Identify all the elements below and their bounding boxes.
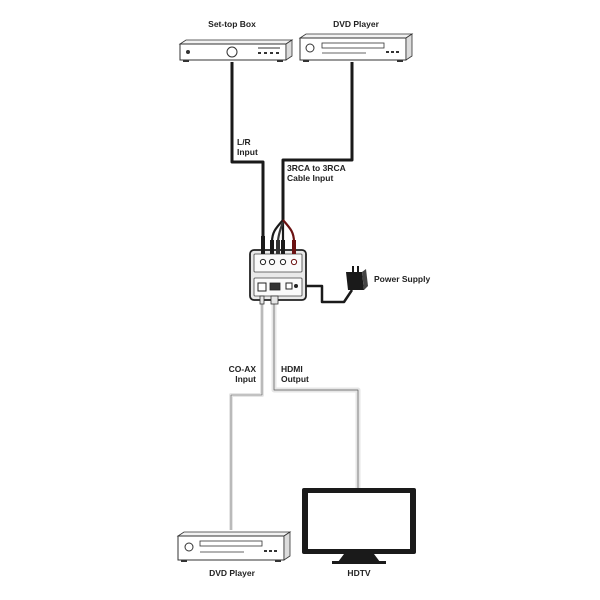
coax-input-cable xyxy=(229,302,264,530)
rca-cable-input-label-line1: 3RCA to 3RCA xyxy=(287,163,346,173)
lr-input-label-line1: L/R xyxy=(237,137,251,147)
rca-cable-input-label-line2: Cable Input xyxy=(287,173,334,183)
rca-cable-input-label: 3RCA to 3RCA Cable Input xyxy=(287,163,346,183)
power-cable xyxy=(297,284,354,304)
dvd-player-top-device xyxy=(298,33,414,62)
dvd-player-bottom-device xyxy=(176,531,292,562)
power-adapter-icon xyxy=(346,266,368,290)
dvd-player-top-label: DVD Player xyxy=(333,19,379,29)
rca-breakout-wires xyxy=(270,219,296,243)
hdmi-output-cable xyxy=(271,302,361,488)
hdtv-device xyxy=(302,488,416,564)
hdmi-output-label-line1: HDMI xyxy=(281,364,303,374)
converter-unit xyxy=(249,236,307,305)
coax-input-label: CO-AX Input xyxy=(212,364,256,384)
lr-input-cable xyxy=(230,62,265,236)
coax-input-label-line1: CO-AX xyxy=(228,364,256,374)
hdmi-output-label-line2: Output xyxy=(281,374,309,384)
hdtv-label: HDTV xyxy=(347,568,371,578)
lr-input-label: L/R Input xyxy=(237,137,258,157)
set-top-box-device xyxy=(178,39,294,62)
dvd-player-bottom-label: DVD Player xyxy=(209,568,255,578)
power-supply-label: Power Supply xyxy=(374,274,431,284)
set-top-box-label: Set-top Box xyxy=(208,19,256,29)
hdmi-output-label: HDMI Output xyxy=(281,364,309,384)
coax-input-label-line2: Input xyxy=(235,374,256,384)
lr-input-label-line2: Input xyxy=(237,147,258,157)
rca-cable-input xyxy=(281,62,354,220)
